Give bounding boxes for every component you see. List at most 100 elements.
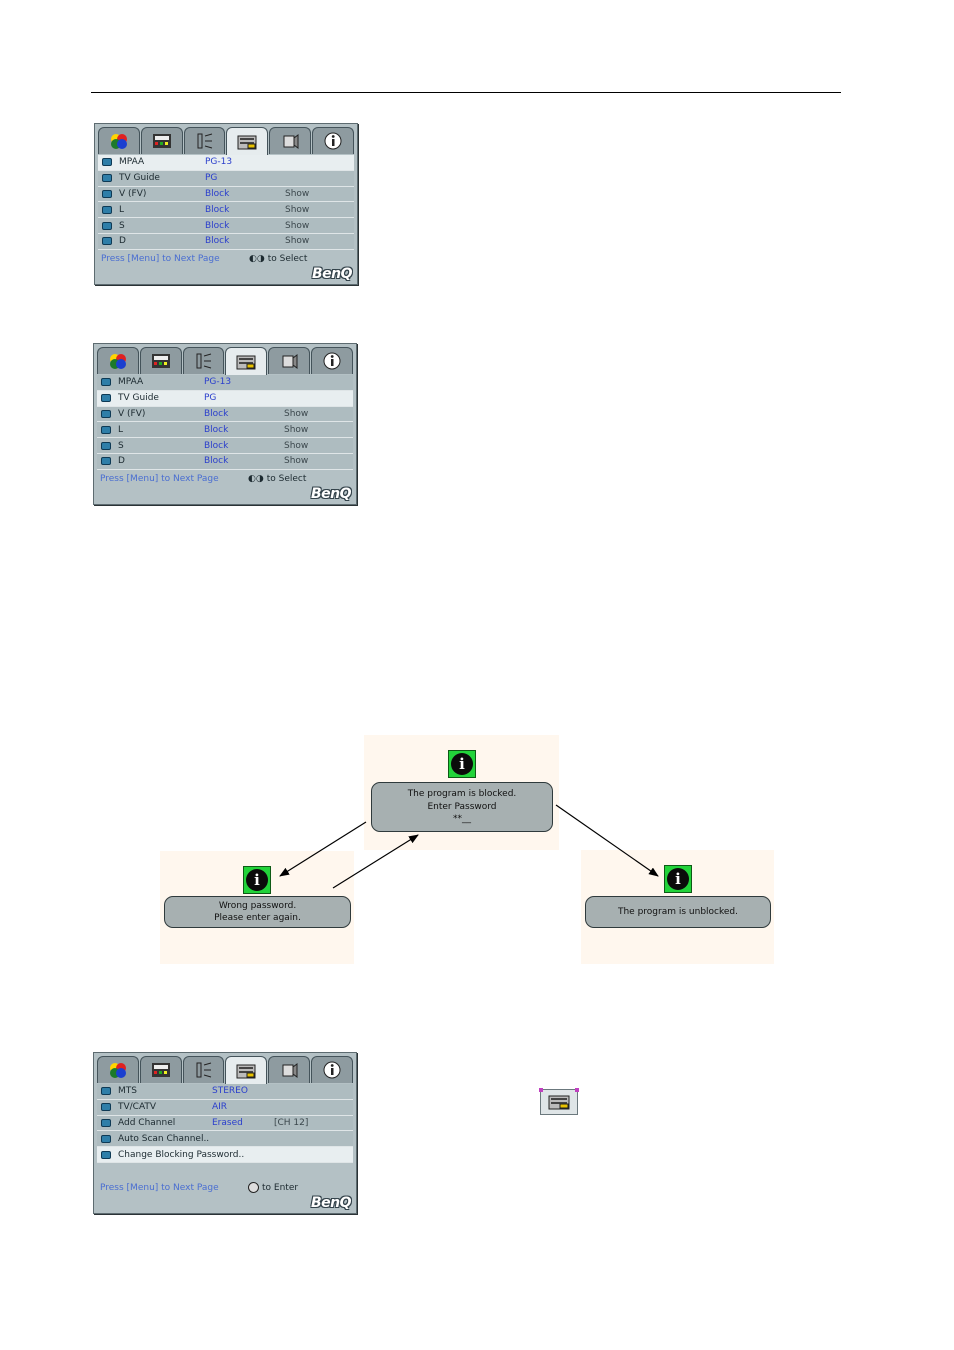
row-label: MPAA <box>118 377 144 388</box>
tab-parental[interactable] <box>226 127 269 155</box>
row-value: PG <box>204 393 217 404</box>
tv-icon <box>102 237 112 246</box>
tab-picture[interactable] <box>97 1056 139 1083</box>
menu-tabs <box>97 347 353 375</box>
info-glyph: i <box>667 868 689 890</box>
menu-row-s[interactable]: S Block Show <box>97 438 353 454</box>
row-label: L <box>118 424 124 435</box>
color-dots-icon <box>109 354 126 369</box>
tab-information[interactable] <box>311 347 353 374</box>
arrow-to-unblocked <box>555 804 659 877</box>
menu-row-change-password[interactable]: Change Blocking Password.. <box>97 1147 353 1163</box>
footer-enter-hint: to Enter <box>248 1182 298 1193</box>
row-value: Block <box>205 204 230 215</box>
dialog-text: The program is unblocked. <box>617 906 738 917</box>
tab-source[interactable] <box>269 127 312 154</box>
row-extra: Show <box>285 204 310 215</box>
row-value: STEREO <box>212 1086 248 1097</box>
menu-tabs <box>97 1056 353 1084</box>
left-right-arrows-icon: ◐◑ <box>248 474 264 484</box>
tab-display[interactable] <box>139 1056 182 1083</box>
tv-icon <box>101 1103 111 1112</box>
tv-icon <box>102 189 112 198</box>
tv-icon <box>101 409 111 418</box>
tab-parental[interactable] <box>225 347 268 375</box>
row-label: D <box>118 456 125 467</box>
row-label: TV Guide <box>118 393 159 404</box>
info-icon <box>323 352 341 370</box>
speaker-icon <box>282 1063 298 1078</box>
color-dots-icon <box>109 1063 126 1078</box>
tab-picture[interactable] <box>98 127 140 154</box>
menu-row-tv-guide[interactable]: TV Guide PG <box>97 390 353 407</box>
row-extra: [CH 12] <box>274 1117 309 1128</box>
tab-setup[interactable] <box>182 347 225 374</box>
row-extra: Show <box>284 440 309 451</box>
tab-information[interactable] <box>311 1056 353 1083</box>
tab-source[interactable] <box>268 347 311 374</box>
tab-display[interactable] <box>139 347 182 374</box>
dialog-program-unblocked: The program is unblocked. <box>585 896 771 928</box>
tab-display[interactable] <box>140 127 183 154</box>
row-label: V (FV) <box>118 408 146 419</box>
folder-lock-icon <box>548 1095 570 1110</box>
row-value: Block <box>205 236 230 247</box>
benq-logo: BenQ <box>310 1195 352 1211</box>
screen-icon <box>152 134 171 148</box>
dialog-text: Please enter again. <box>214 913 301 923</box>
tv-icon <box>102 158 112 167</box>
info-icon <box>323 1061 341 1079</box>
tab-parental[interactable] <box>225 1056 268 1084</box>
menu-tabs <box>98 127 354 155</box>
footer-select-text: to Select <box>266 474 307 484</box>
info-icon: i <box>448 750 476 778</box>
footer-hint: Press [Menu] to Next Page <box>101 254 220 264</box>
tv-icon <box>101 1134 111 1143</box>
menu-row-auto-scan[interactable]: Auto Scan Channel.. <box>97 1131 353 1148</box>
info-glyph: i <box>451 753 473 775</box>
row-extra: Show <box>284 424 309 435</box>
tab-source[interactable] <box>268 1056 311 1083</box>
row-value: Block <box>204 440 229 451</box>
tv-icon <box>101 394 111 403</box>
header-rule <box>91 92 841 93</box>
footer-select-hint: ◐◑to Select <box>248 474 306 484</box>
row-label: MTS <box>118 1086 137 1097</box>
tab-setup[interactable] <box>182 1056 225 1083</box>
row-label: S <box>118 440 124 451</box>
row-label: D <box>119 236 126 247</box>
tv-icon <box>102 205 112 214</box>
row-extra: Show <box>285 188 310 199</box>
info-glyph: i <box>246 869 268 891</box>
arrow-to-wrong <box>279 821 367 877</box>
tv-icon <box>101 1150 111 1159</box>
dialog-text: The program is blocked. <box>407 789 517 800</box>
tab-information[interactable] <box>312 127 354 154</box>
tab-picture[interactable] <box>97 347 139 374</box>
dialog-program-blocked: The program is blocked. Enter Password *… <box>371 782 553 832</box>
benq-logo: BenQ <box>311 266 353 282</box>
speaker-icon <box>282 354 298 369</box>
row-label: TV/CATV <box>118 1102 157 1113</box>
tab-setup[interactable] <box>183 127 226 154</box>
tv-icon <box>102 174 112 183</box>
info-icon <box>324 132 342 150</box>
dialog-text: Wrong password. <box>218 900 297 911</box>
row-extra: Show <box>285 220 310 231</box>
menu-row-mts[interactable]: MTS STEREO <box>97 1084 353 1100</box>
